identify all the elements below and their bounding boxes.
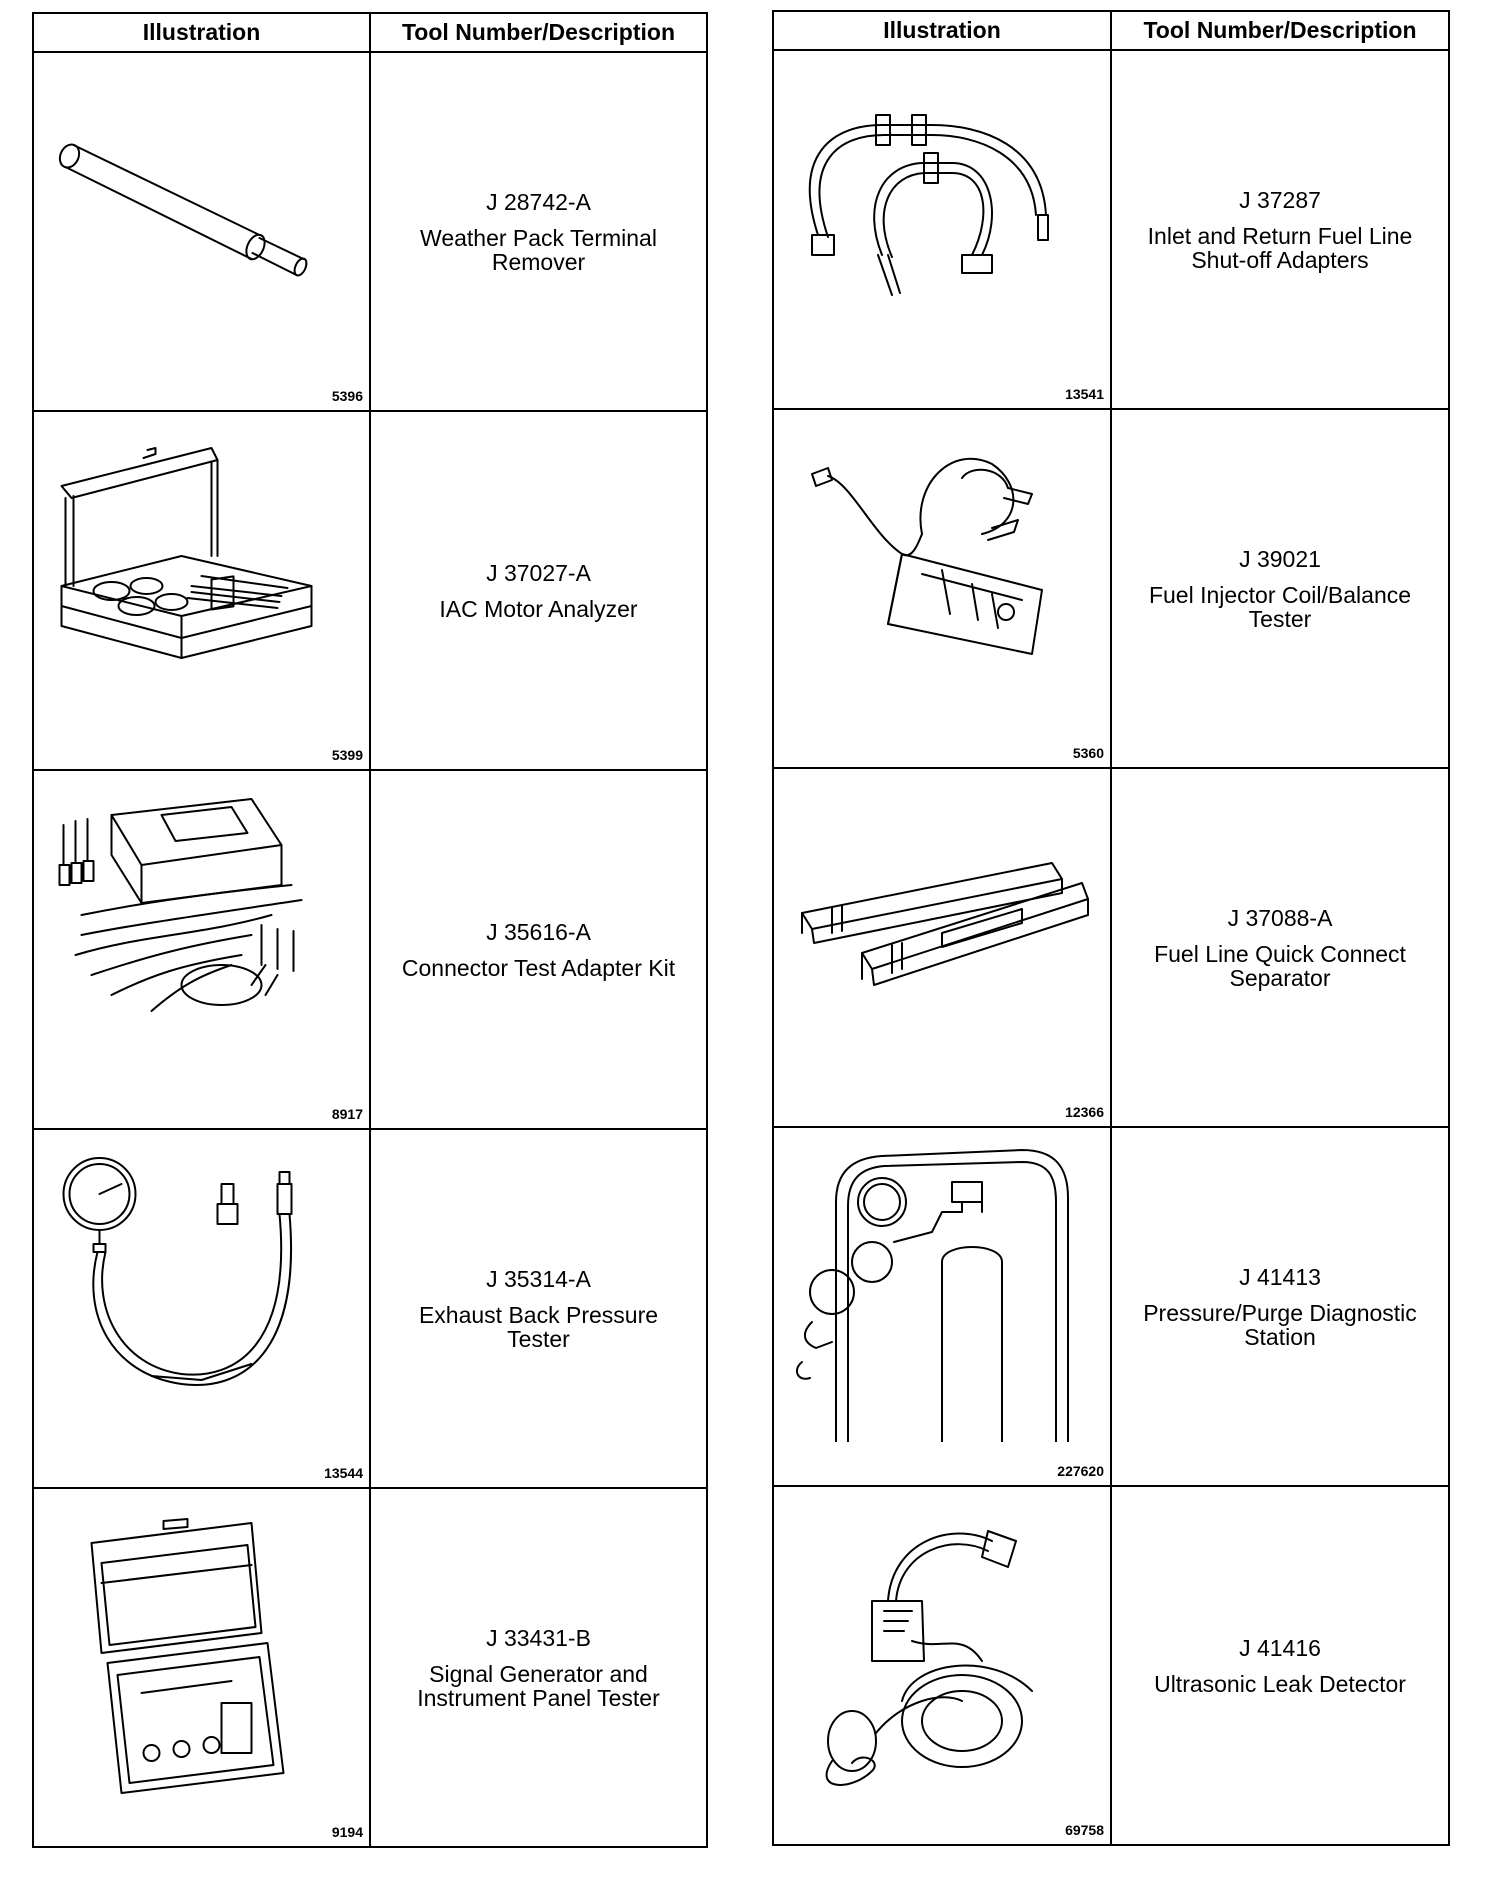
- pressure-gauge-hose-icon: [44, 1144, 359, 1444]
- tool-description: Fuel Injector Coil/Balance Tester: [1148, 581, 1412, 632]
- figure-number: 8917: [331, 1106, 363, 1122]
- table-row: 5396 J 28742-A Weather Pack Terminal Rem…: [32, 51, 708, 412]
- tool-description: Pressure/Purge Diagnostic Station: [1143, 1299, 1417, 1350]
- adapter-kit-icon: [44, 785, 359, 1085]
- table-row: 13541 J 37287 Inlet and Return Fuel Line…: [772, 49, 1450, 410]
- tool-number: J 35314-A: [486, 1265, 591, 1292]
- figure-number: 69758: [1065, 1822, 1104, 1838]
- figure-number: 5396: [331, 388, 363, 404]
- table-row: 69758 J 41416 Ultrasonic Leak Detector: [772, 1485, 1450, 1846]
- table-row: 8917 J 35616-A Connector Test Adapter Ki…: [32, 769, 708, 1130]
- figure-number: 227620: [1057, 1463, 1104, 1479]
- right-tool-table: Illustration Tool Number/Description: [772, 10, 1450, 1846]
- tool-header: Tool Number/Description: [1110, 10, 1450, 51]
- tool-number: J 41413: [1239, 1263, 1321, 1290]
- purge-station-cart-icon: [784, 1142, 1100, 1442]
- left-tool-table: Illustration Tool Number/Description 539…: [32, 12, 708, 1848]
- tool-description: Inlet and Return Fuel Line Shut-off Adap…: [1147, 222, 1413, 273]
- ultrasonic-detector-headphones-icon: [784, 1501, 1100, 1801]
- tool-description: Connector Test Adapter Kit: [401, 954, 676, 981]
- injector-tester-icon: [784, 424, 1100, 724]
- illustration-header: Illustration: [32, 12, 371, 53]
- tool-number: J 39021: [1239, 545, 1321, 572]
- table-row: 227620 J 41413 Pressure/Purge Diagnostic…: [772, 1126, 1450, 1487]
- tool-description: Ultrasonic Leak Detector: [1154, 1670, 1406, 1697]
- tool-description: Signal Generator and Instrument Panel Te…: [417, 1660, 660, 1711]
- table-row: 9194 J 33431-B Signal Generator and Inst…: [32, 1487, 708, 1848]
- iac-analyzer-case-icon: [44, 426, 359, 726]
- tool-description: Exhaust Back Pressure Tester: [418, 1301, 659, 1352]
- figure-number: 13544: [324, 1465, 363, 1481]
- figure-number: 12366: [1065, 1104, 1104, 1120]
- tool-number: J 37287: [1239, 186, 1321, 213]
- table-row: 5399 J 37027-A IAC Motor Analyzer: [32, 410, 708, 771]
- figure-number: 13541: [1065, 386, 1104, 402]
- figure-number: 5399: [331, 747, 363, 763]
- tool-description: Fuel Line Quick Connect Separator: [1154, 940, 1406, 991]
- figure-number: 9194: [331, 1824, 363, 1840]
- tool-description: Weather Pack Terminal Remover: [420, 224, 657, 275]
- fuel-line-adapters-icon: [784, 65, 1100, 365]
- tool-number: J 35616-A: [486, 918, 591, 945]
- table-row: 13544 J 35314-A Exhaust Back Pressure Te…: [32, 1128, 708, 1489]
- terminal-remover-icon: [44, 67, 359, 367]
- tool-header: Tool Number/Description: [369, 12, 708, 53]
- table-row: 5360 J 39021 Fuel Injector Coil/Balance …: [772, 408, 1450, 769]
- tool-number: J 41416: [1239, 1634, 1321, 1661]
- tool-description: IAC Motor Analyzer: [439, 595, 638, 622]
- tool-number: J 33431-B: [486, 1624, 591, 1651]
- illustration-header: Illustration: [772, 10, 1112, 51]
- quick-connect-separator-icon: [784, 783, 1100, 1083]
- tool-number: J 37027-A: [486, 559, 591, 586]
- tool-number: J 28742-A: [486, 188, 591, 215]
- figure-number: 5360: [1072, 745, 1104, 761]
- signal-generator-case-icon: [44, 1503, 359, 1803]
- tool-number: J 37088-A: [1227, 904, 1333, 931]
- table-row: 12366 J 37088-A Fuel Line Quick Connect …: [772, 767, 1450, 1128]
